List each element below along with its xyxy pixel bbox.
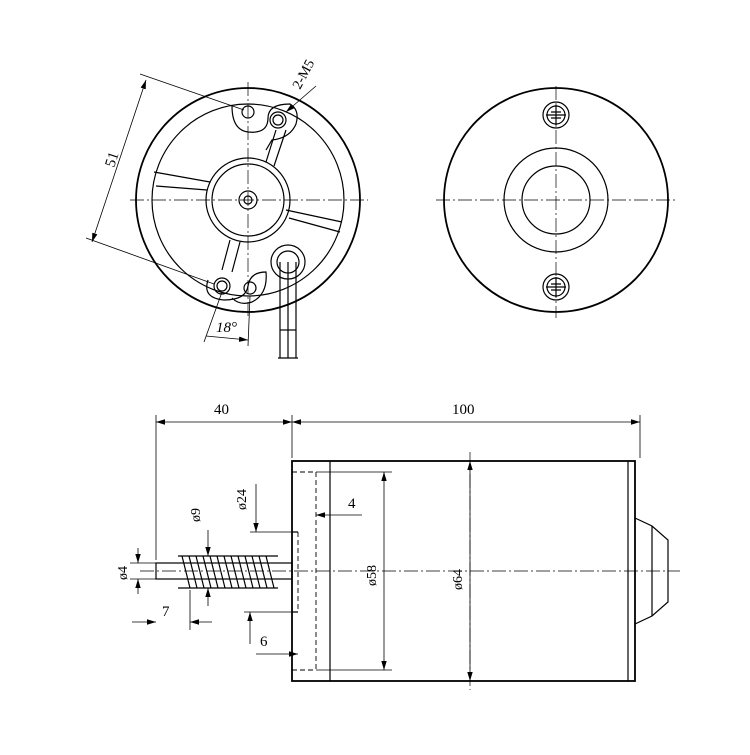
front-hub-inner	[211, 163, 285, 237]
angle-ext-1	[203, 291, 223, 343]
front-bottom-boss	[206, 271, 267, 304]
front-hole-bottom-right	[243, 281, 257, 295]
front-spoke-top	[265, 129, 287, 167]
dim-64-label: ø64	[451, 569, 466, 590]
dim-24-label: ø24	[235, 489, 250, 510]
dim-100-label: 100	[452, 402, 475, 418]
front-hole-bottom-left	[213, 277, 231, 295]
dim-58-label: ø58	[365, 565, 380, 586]
front-spoke-left	[153, 171, 211, 191]
rear-view	[436, 86, 676, 318]
worm-gear	[178, 555, 278, 589]
front-spoke-right	[285, 209, 343, 233]
angle-ext-2	[247, 295, 251, 347]
side-view	[140, 452, 680, 690]
holes-label: 2-M5	[290, 57, 318, 92]
front-shaft-circle	[238, 190, 258, 210]
front-hole-top-right	[269, 111, 287, 129]
angle-dim-line	[205, 335, 249, 342]
front-hole-bottom-left-inner	[216, 280, 228, 292]
front-hub-circle	[205, 157, 291, 243]
dim-40-label: 40	[214, 402, 229, 418]
front-hole-top-right-inner	[272, 114, 284, 126]
dim-6-label: 6	[260, 634, 268, 650]
angle-label: 18°	[216, 320, 237, 336]
pcd-label: 51	[103, 150, 123, 169]
pcd-ext-bottom	[85, 237, 215, 285]
front-hole-top-left	[241, 105, 255, 119]
dim-4-label: ø4	[116, 566, 131, 580]
shaft	[155, 562, 293, 580]
dim-9-label: ø9	[189, 508, 204, 522]
front-view: 2-M5 51 18°	[85, 57, 368, 359]
pcd-dim-line	[91, 79, 147, 243]
front-top-boss	[231, 103, 298, 151]
dim-flange-label: 4	[348, 496, 356, 512]
dimensions: 40 100 ø4 ø9 ø24 4 6 7 ø58	[116, 402, 641, 681]
front-shaft-dot	[243, 195, 253, 205]
front-spoke-bottom	[221, 239, 241, 273]
dim-7-label: 7	[162, 604, 170, 620]
holes-leader	[285, 85, 317, 113]
pcd-ext-top	[139, 73, 245, 111]
rear-screw-bottom	[542, 273, 570, 301]
lead-wires	[278, 262, 298, 359]
rear-screw-top	[542, 101, 570, 129]
